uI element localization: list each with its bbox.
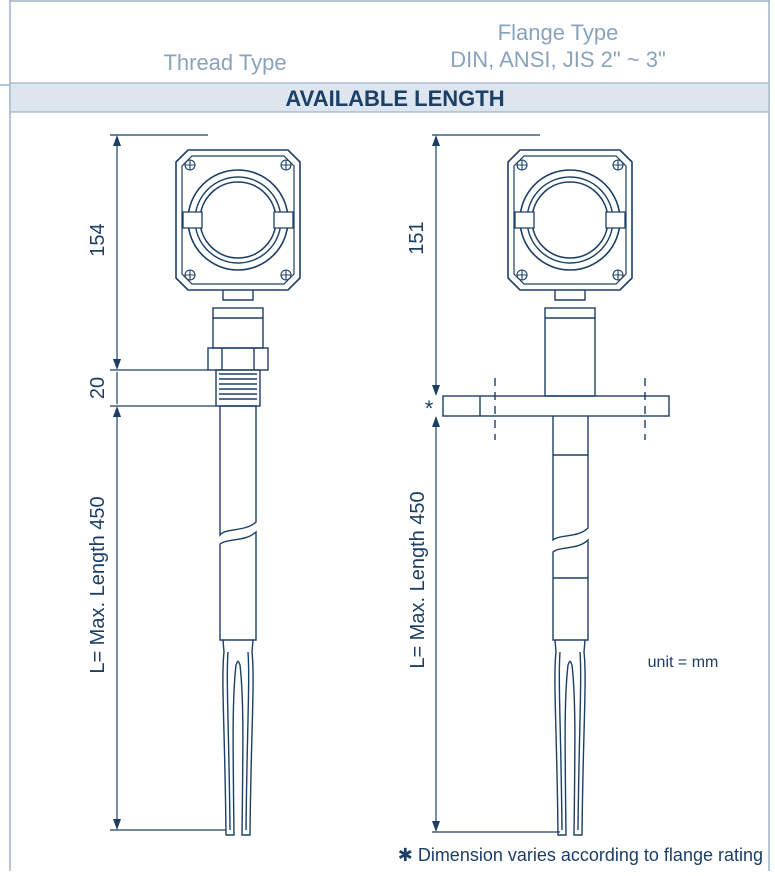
flange-bolt-centerlines xyxy=(494,378,646,440)
thread-length-dimension: L= Max. Length 450 xyxy=(87,496,109,673)
thread-fork xyxy=(222,639,254,836)
flange-type-drawing: 151 * L= Max. Length 450 xyxy=(406,134,670,836)
thread-housing xyxy=(175,149,301,301)
thread-body xyxy=(207,307,269,641)
thread-type-title: Thread Type xyxy=(163,50,286,75)
flange-type-title: Flange Type xyxy=(498,20,619,45)
thread-head-dimension: 154 xyxy=(87,223,109,256)
flange-type-sizes: DIN, ANSI, JIS 2" ~ 3" xyxy=(450,47,666,72)
section-band xyxy=(9,82,770,113)
thread-thread-dimension: 20 xyxy=(87,377,109,399)
flange-head-dimension: 151 xyxy=(406,221,428,254)
thread-type-drawing: 154 20 L= Max. Length 450 xyxy=(87,134,301,836)
unit-label: unit = mm xyxy=(648,654,719,671)
section-title: AVAILABLE LENGTH xyxy=(285,86,504,111)
flange-housing xyxy=(507,149,633,301)
flange-fork xyxy=(554,639,586,836)
flange-rating-asterisk: * xyxy=(425,396,434,421)
flange-body xyxy=(442,307,670,641)
footnote: ✱ Dimension varies according to flange r… xyxy=(398,845,763,865)
flange-length-dimension: L= Max. Length 450 xyxy=(407,491,429,668)
